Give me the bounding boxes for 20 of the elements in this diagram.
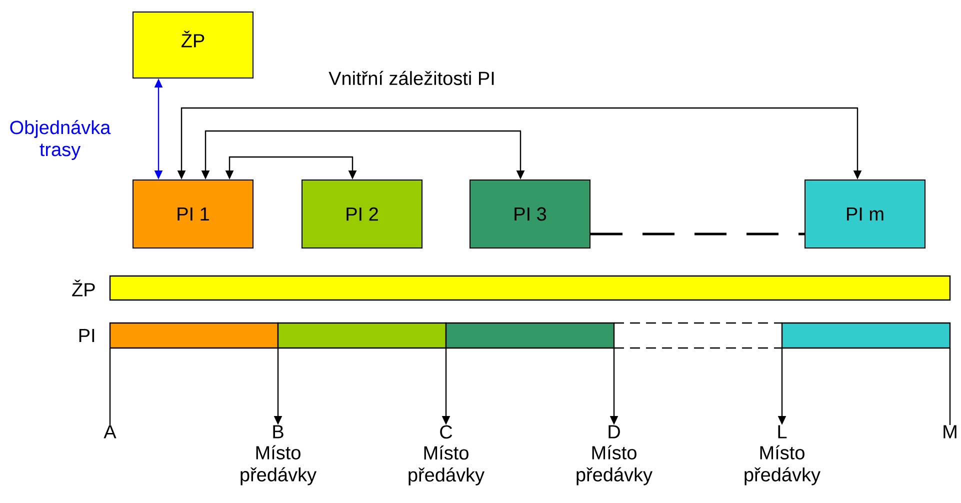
- point-label: A: [104, 425, 116, 438]
- process-box: PI 1: [132, 180, 254, 248]
- tick-line: [109, 348, 111, 425]
- bar: [109, 275, 951, 301]
- edge-label: Objednávka trasy: [10, 120, 111, 160]
- process-box: ŽP: [132, 12, 254, 78]
- bar: [109, 322, 951, 349]
- process-box: PI 3: [470, 180, 590, 248]
- tick-line: [949, 348, 951, 425]
- point-label: D Místo předávky: [576, 425, 652, 486]
- bar-label: ŽP: [72, 280, 95, 296]
- point-label: M: [944, 425, 956, 438]
- connector-line: [590, 232, 804, 236]
- bar-label: PI: [79, 328, 94, 342]
- point-label: L Místo předávky: [744, 425, 820, 486]
- process-box: PI 2: [302, 180, 422, 248]
- note-text: Vnitřní záležitosti PI: [328, 70, 494, 86]
- process-box: PI m: [804, 180, 926, 248]
- point-label: B Místo předávky: [240, 425, 316, 486]
- point-label: C Místo předávky: [408, 425, 484, 486]
